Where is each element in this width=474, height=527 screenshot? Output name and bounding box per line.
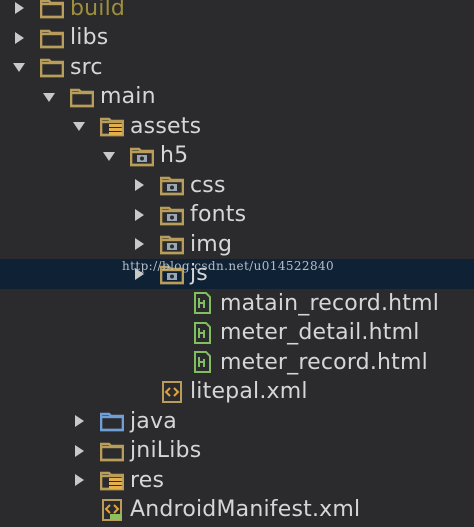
collapse-arrow-right-icon[interactable] xyxy=(12,31,26,45)
tree-item-meter-record-html[interactable]: meter_record.html xyxy=(0,347,474,377)
package-folder-icon xyxy=(159,174,185,196)
folder-icon xyxy=(39,0,65,19)
folder-icon xyxy=(39,27,65,49)
tree-item-label: fonts xyxy=(190,202,247,227)
expand-arrow-down-icon[interactable] xyxy=(12,60,26,74)
collapse-arrow-right-icon[interactable] xyxy=(72,414,86,428)
tree-item-jnilibs[interactable]: jniLibs xyxy=(0,436,474,466)
tree-indent-spacer xyxy=(162,326,176,340)
package-folder-icon xyxy=(129,145,155,167)
html-file-icon xyxy=(190,292,214,314)
tree-item-label: meter_record.html xyxy=(220,349,428,375)
tree-item-img[interactable]: img xyxy=(0,229,474,259)
manifest-file-icon xyxy=(100,498,124,521)
collapse-arrow-right-icon[interactable] xyxy=(132,267,146,281)
tree-item-src[interactable]: src xyxy=(0,52,474,82)
collapse-arrow-right-icon[interactable] xyxy=(132,237,146,251)
tree-item-h5[interactable]: h5 xyxy=(0,141,474,171)
tree-item-label: src xyxy=(70,54,103,80)
tree-item-label: assets xyxy=(130,113,202,139)
tree-item-matain-record-html[interactable]: matain_record.html xyxy=(0,288,474,318)
expand-arrow-down-icon[interactable] xyxy=(102,149,116,163)
tree-item-label: jniLibs xyxy=(130,438,202,463)
tree-item-fonts[interactable]: fonts xyxy=(0,200,474,230)
watermark-text: http://blog.csdn.net/u014522840 xyxy=(122,259,335,273)
collapse-arrow-right-icon[interactable] xyxy=(132,178,146,192)
tree-item-label: js xyxy=(190,261,208,286)
collapse-arrow-right-icon[interactable] xyxy=(72,473,86,487)
html-file-icon xyxy=(190,321,214,344)
source-folder-icon xyxy=(99,410,125,432)
folder-icon xyxy=(39,56,65,78)
collapse-arrow-right-icon[interactable] xyxy=(72,444,86,458)
xml-file-icon xyxy=(160,380,184,403)
tree-item-label: libs xyxy=(70,25,109,50)
tree-item-res[interactable]: res xyxy=(0,465,474,495)
tree-item-main[interactable]: main xyxy=(0,82,474,112)
tree-item-androidmanifest-xml[interactable]: AndroidManifest.xml xyxy=(0,495,474,525)
collapse-arrow-right-icon[interactable] xyxy=(12,1,26,15)
folder-icon xyxy=(99,440,125,462)
tree-indent-spacer xyxy=(132,385,146,399)
tree-item-css[interactable]: css xyxy=(0,170,474,200)
package-folder-icon xyxy=(159,263,185,285)
tree-item-libs[interactable]: libs xyxy=(0,23,474,53)
expand-arrow-down-icon[interactable] xyxy=(42,90,56,104)
tree-item-label: res xyxy=(130,467,165,493)
tree-item-meter-detail-html[interactable]: meter_detail.html xyxy=(0,318,474,348)
tree-item-label: css xyxy=(190,172,226,198)
tree-indent-spacer xyxy=(72,503,86,517)
tree-indent-spacer xyxy=(162,355,176,369)
collapse-arrow-right-icon[interactable] xyxy=(132,208,146,222)
resource-folder-icon xyxy=(99,115,125,137)
tree-item-litepal-xml[interactable]: litepal.xml xyxy=(0,377,474,407)
tree-item-label: h5 xyxy=(160,143,189,168)
tree-item-java[interactable]: java xyxy=(0,406,474,436)
tree-item-label: main xyxy=(100,84,156,109)
tree-item-label: matain_record.html xyxy=(220,290,440,316)
tree-item-js[interactable]: js xyxy=(0,258,474,289)
resource-folder-icon xyxy=(99,469,125,491)
folder-icon xyxy=(69,86,95,108)
tree-item-assets[interactable]: assets xyxy=(0,111,474,141)
tree-item-label: java xyxy=(130,408,177,434)
tree-item-label: litepal.xml xyxy=(190,379,308,404)
tree-item-label: img xyxy=(190,231,233,257)
expand-arrow-down-icon[interactable] xyxy=(72,119,86,133)
package-folder-icon xyxy=(159,204,185,226)
package-folder-icon xyxy=(159,233,185,255)
tree-indent-spacer xyxy=(162,296,176,310)
html-file-icon xyxy=(190,351,214,373)
tree-item-label: meter_detail.html xyxy=(220,320,420,345)
tree-item-label: build xyxy=(70,0,126,21)
tree-item-build[interactable]: build xyxy=(0,0,474,23)
tree-item-label: AndroidManifest.xml xyxy=(130,497,361,522)
